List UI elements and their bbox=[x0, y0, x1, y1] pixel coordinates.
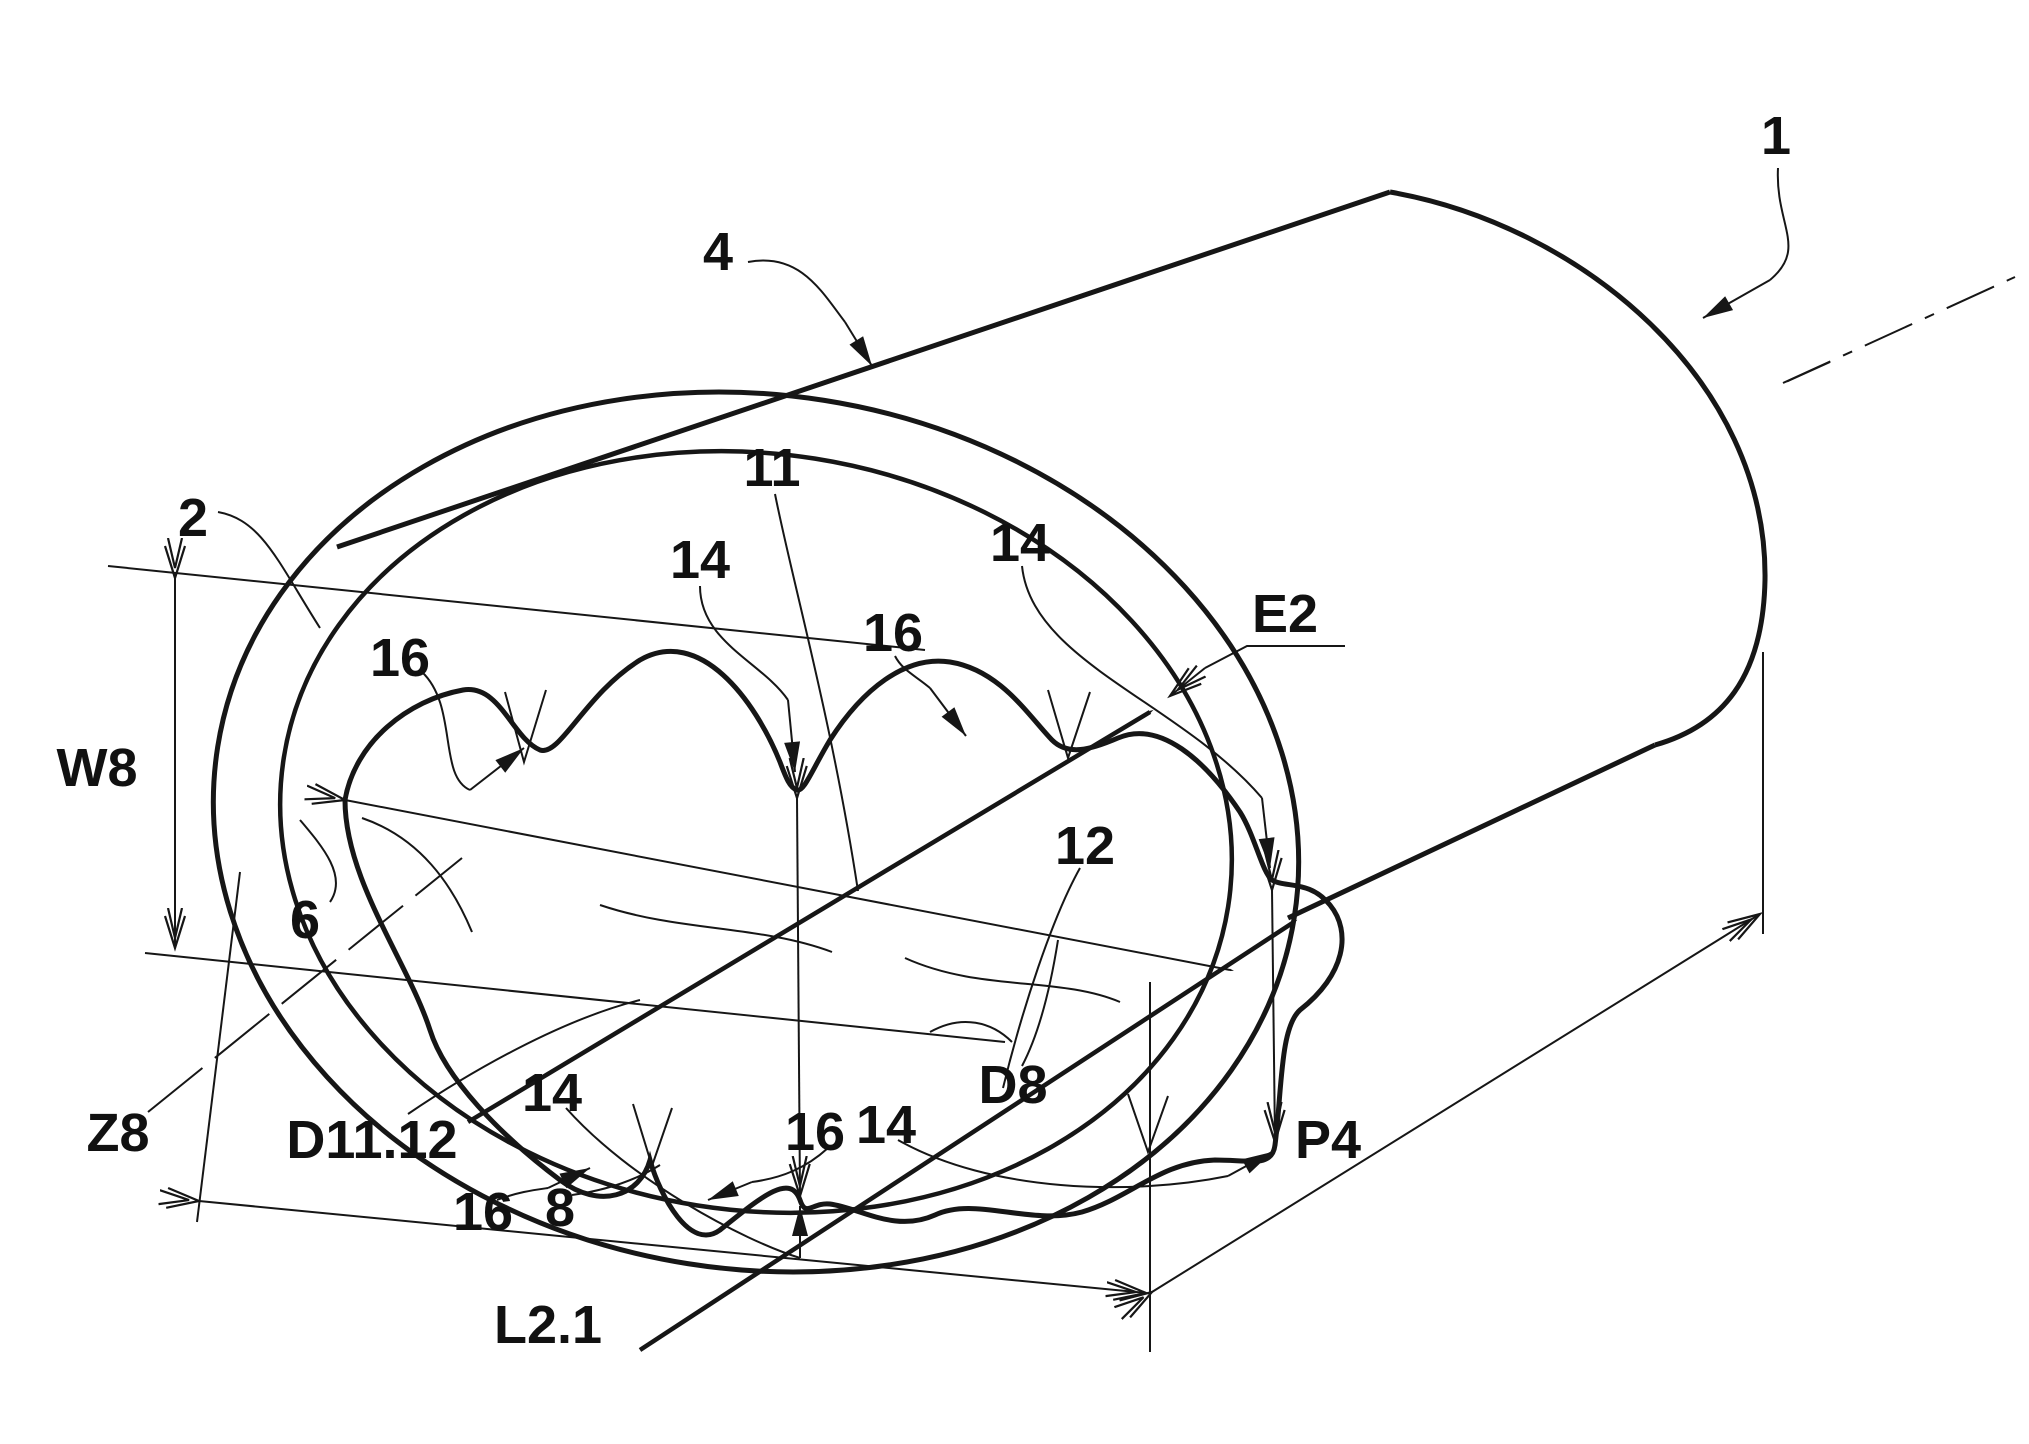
leader-6 bbox=[299, 819, 337, 903]
l21-ext-left bbox=[196, 871, 241, 1223]
ref-label-n2: 2 bbox=[178, 488, 208, 548]
body-bottom-edge bbox=[1286, 742, 1657, 921]
dimensions bbox=[107, 565, 1764, 1352]
p4-dim-line bbox=[1152, 914, 1760, 1292]
ref-label-W8: W8 bbox=[57, 738, 138, 798]
ref-label-n16d: 16 bbox=[453, 1182, 513, 1242]
leader-14b bbox=[1021, 565, 1263, 799]
ref-label-n11: 11 bbox=[743, 438, 800, 498]
ref-label-n14d: 14 bbox=[856, 1095, 916, 1155]
w8-ext-bottom bbox=[144, 952, 1006, 1043]
leader-2 bbox=[217, 511, 321, 629]
leader-14a-arrow bbox=[784, 699, 801, 773]
ref-label-P4: P4 bbox=[1295, 1110, 1361, 1170]
leader-4-arrow bbox=[844, 321, 873, 367]
leader-11 bbox=[774, 493, 859, 892]
ref-label-n12: 12 bbox=[1055, 816, 1115, 876]
ref-label-n1: 1 bbox=[1761, 106, 1791, 166]
z8-leader-line bbox=[147, 857, 463, 1113]
slit-top-left bbox=[504, 689, 547, 766]
leader-d8 bbox=[1021, 939, 1059, 1067]
ref-label-n4: 4 bbox=[703, 222, 733, 282]
leader-1 bbox=[1769, 167, 1790, 281]
leader-14c bbox=[565, 1107, 801, 1259]
leader-4 bbox=[747, 259, 846, 323]
leader-14b-arrow bbox=[1258, 797, 1275, 869]
leader-16b-arrow bbox=[929, 687, 967, 737]
ref-label-n16c: 16 bbox=[785, 1102, 845, 1162]
ref-label-Z8: Z8 bbox=[86, 1103, 149, 1163]
ref-label-n14b: 14 bbox=[990, 513, 1050, 573]
ref-label-D1112: D11.12 bbox=[286, 1110, 457, 1170]
cavity-inner-curve-3 bbox=[929, 1020, 1013, 1043]
leader-16d bbox=[496, 1187, 549, 1201]
w8-ext-top bbox=[107, 565, 926, 651]
slit-top-right bbox=[1047, 689, 1091, 762]
ref-label-n14a: 14 bbox=[670, 530, 730, 590]
ref-label-E2: E2 bbox=[1252, 584, 1318, 644]
ref-label-n6: 6 bbox=[290, 890, 320, 950]
leader-d1112 bbox=[407, 999, 641, 1115]
leader-16a-arrow bbox=[469, 747, 525, 791]
leader-16c bbox=[751, 1147, 829, 1183]
cavity-inner-curve-2 bbox=[904, 957, 1121, 1003]
body-outline bbox=[210, 189, 2016, 1275]
channel-12-axis bbox=[638, 922, 1294, 1352]
leaders bbox=[217, 167, 1790, 1259]
leader-16c-arrow bbox=[707, 1181, 753, 1201]
leader-8 bbox=[571, 1164, 661, 1196]
leader-16a bbox=[421, 671, 471, 791]
body-end-cap bbox=[1389, 189, 1768, 748]
leader-16d-arrow bbox=[547, 1167, 591, 1189]
leader-14d-arrow bbox=[1227, 1151, 1273, 1177]
leader-e2-arrow bbox=[1170, 668, 1205, 696]
leader-14d bbox=[897, 1139, 1229, 1189]
body-top-edge bbox=[336, 189, 1391, 550]
ref-label-n14c: 14 bbox=[522, 1063, 582, 1123]
ref-label-L21: L2.1 bbox=[494, 1295, 602, 1355]
l21-dim-line bbox=[199, 1201, 1146, 1293]
ref-label-n16a: 16 bbox=[370, 628, 430, 688]
leader-14a bbox=[699, 585, 789, 701]
ref-label-n16b: 16 bbox=[863, 603, 923, 663]
leader-12 bbox=[1002, 867, 1081, 1089]
ref-label-n8: 8 bbox=[545, 1178, 575, 1238]
channel-axes bbox=[345, 712, 1294, 1352]
d1112-arrow-left bbox=[797, 798, 800, 1196]
axis-arrow bbox=[1788, 361, 1831, 381]
ref-label-D8: D8 bbox=[978, 1055, 1047, 1115]
leader-16b bbox=[894, 655, 931, 689]
leader-e2 bbox=[1204, 645, 1345, 669]
leader-1-arrow bbox=[1702, 279, 1771, 319]
slit-bottom-left bbox=[632, 1103, 673, 1170]
d1112-arrow-right bbox=[1272, 890, 1275, 1142]
